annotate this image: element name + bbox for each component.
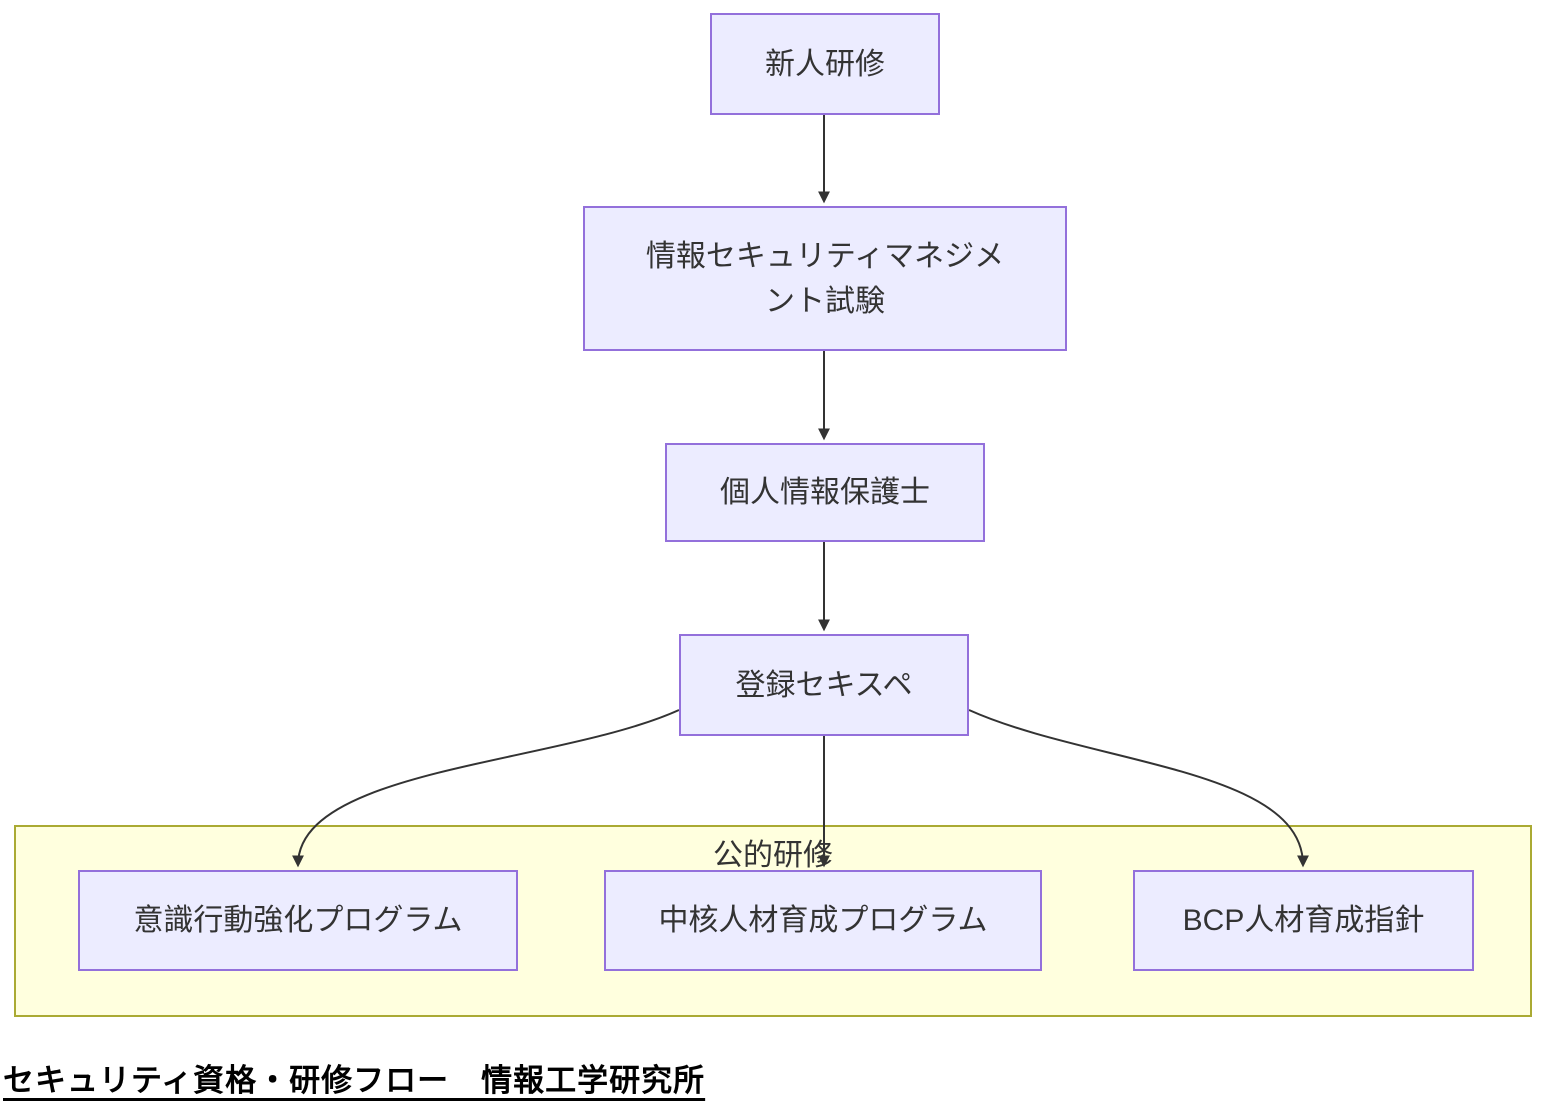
node-security-management-exam: 情報セキュリティマネジメント試験 xyxy=(583,206,1067,351)
node-awareness-behavior-program: 意識行動強化プログラム xyxy=(78,870,518,971)
diagram-title: セキュリティ資格・研修フロー 情報工学研究所 xyxy=(3,1063,706,1098)
node-registered-sekisupe: 登録セキスペ xyxy=(679,634,969,736)
node-core-personnel-program: 中核人材育成プログラム xyxy=(604,870,1042,971)
subgraph-label: 公的研修 xyxy=(713,839,833,872)
node-new-employee-training: 新人研修 xyxy=(710,13,940,115)
node-bcp-personnel-guideline: BCP人材育成指針 xyxy=(1133,870,1474,971)
node-personal-info-protector: 個人情報保護士 xyxy=(665,443,985,542)
